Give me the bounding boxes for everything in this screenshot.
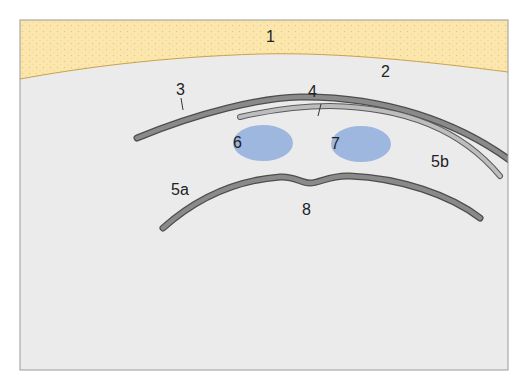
fat-layer: [20, 20, 508, 79]
callout-number: 4: [308, 84, 317, 100]
callout-number: 6: [233, 135, 242, 151]
callout-number: 2: [381, 64, 390, 80]
callout-number: 5a: [171, 182, 189, 198]
callout-number: 1: [266, 29, 275, 45]
ellipse-shape: [331, 126, 391, 162]
background: [20, 20, 508, 370]
lower-membrane: [163, 176, 480, 228]
vessel-ellipse: 7: [331, 126, 391, 162]
callout-number: 5b: [431, 154, 449, 170]
ellipse-shape: [233, 125, 293, 161]
callout-number: 8: [302, 202, 311, 218]
vessel-ellipse: 6: [233, 125, 293, 161]
leader-line: [181, 98, 183, 110]
callout-number: 7: [331, 136, 340, 152]
leader-line: [318, 104, 321, 116]
callout-number: 3: [176, 82, 185, 98]
